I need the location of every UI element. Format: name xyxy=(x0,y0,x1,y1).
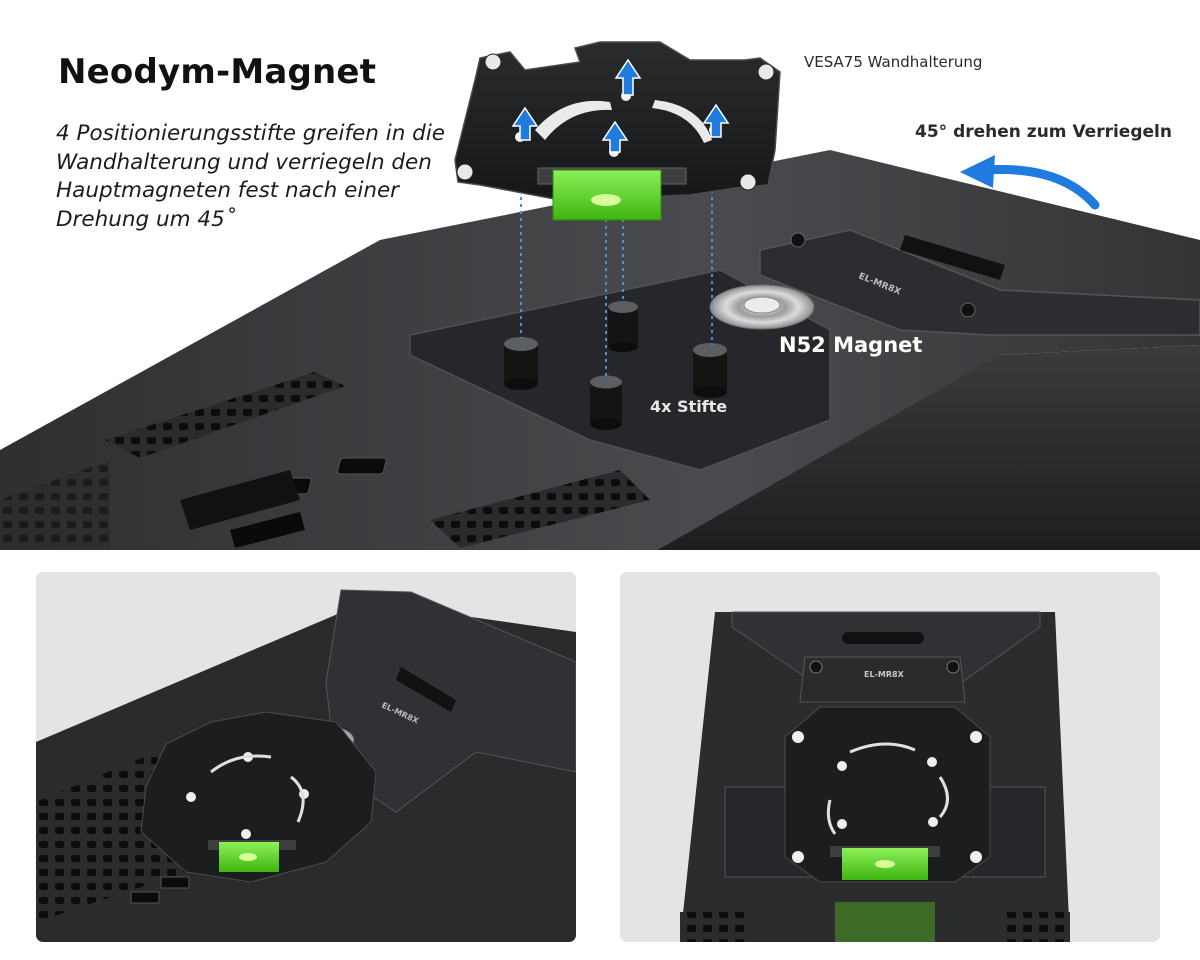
screw-hole xyxy=(792,851,804,863)
up-arrows xyxy=(511,58,730,153)
magnet-label: N52 Magnet xyxy=(779,333,923,357)
arm-slot xyxy=(396,667,456,712)
slot xyxy=(290,775,305,823)
hero-illustration: EL-MR8X xyxy=(0,41,1200,550)
left-photo-svg: EL-MR8X xyxy=(36,572,576,942)
hero-svg: EL-MR8X xyxy=(0,41,1200,550)
screw-hole xyxy=(970,851,982,863)
rotate-arrow xyxy=(980,164,1100,210)
logo-plate xyxy=(799,656,966,703)
slot xyxy=(826,799,837,835)
detail-photo-right: EL-MR8X xyxy=(620,572,1160,942)
pin-2 xyxy=(608,301,638,352)
usb-port-2 xyxy=(336,457,387,475)
pin-3 xyxy=(590,375,622,430)
logo-engraving: EL-MR8X xyxy=(864,670,905,679)
pin-head xyxy=(241,829,251,839)
vent-grid-left xyxy=(105,372,345,458)
vent-grid xyxy=(680,912,750,942)
level-reflection xyxy=(835,902,935,942)
rotate-arrow-head xyxy=(960,155,995,188)
pin-head xyxy=(928,817,938,827)
usb-port xyxy=(160,876,190,889)
rotate-label: 45° drehen zum Verriegeln xyxy=(915,122,1172,142)
slot-recess-2 xyxy=(230,512,305,548)
vesa-label: VESA75 Wandhalterung xyxy=(804,53,983,71)
usb-port xyxy=(130,891,160,904)
bubble-level xyxy=(830,846,940,880)
screw xyxy=(960,302,976,318)
vesa-bracket xyxy=(140,711,377,883)
slot xyxy=(938,776,949,818)
pin-4 xyxy=(693,343,727,398)
pin-1 xyxy=(504,337,538,390)
page-title: Neodym-Magnet xyxy=(58,52,377,92)
pin-head xyxy=(837,761,847,771)
arm-slot xyxy=(842,632,924,644)
magnet-center xyxy=(743,296,781,314)
feature-description: 4 Positionierungsstifte greifen in die W… xyxy=(56,121,446,232)
screw xyxy=(790,232,806,248)
vesa-bracket xyxy=(784,706,991,883)
vent-grid-center xyxy=(430,470,650,548)
screw xyxy=(946,660,960,674)
bubble-level xyxy=(537,167,687,221)
right-photo-svg: EL-MR8X xyxy=(620,572,1160,942)
pin-head xyxy=(837,819,847,829)
pin-head xyxy=(186,792,196,802)
slot-recess xyxy=(180,470,300,530)
guide-lines xyxy=(520,190,713,378)
bubble-level xyxy=(208,840,296,872)
slot xyxy=(210,754,272,774)
vent-grid xyxy=(1005,912,1070,942)
pins-label: 4x Stifte xyxy=(650,397,728,416)
pin-head xyxy=(927,757,937,767)
screw-hole xyxy=(970,731,982,743)
slot xyxy=(849,742,916,754)
screw xyxy=(809,660,823,674)
detail-photo-left: EL-MR8X xyxy=(36,572,576,942)
screw-hole xyxy=(792,731,804,743)
vent-grid-edge xyxy=(0,460,110,548)
arm-slot xyxy=(900,235,1005,280)
